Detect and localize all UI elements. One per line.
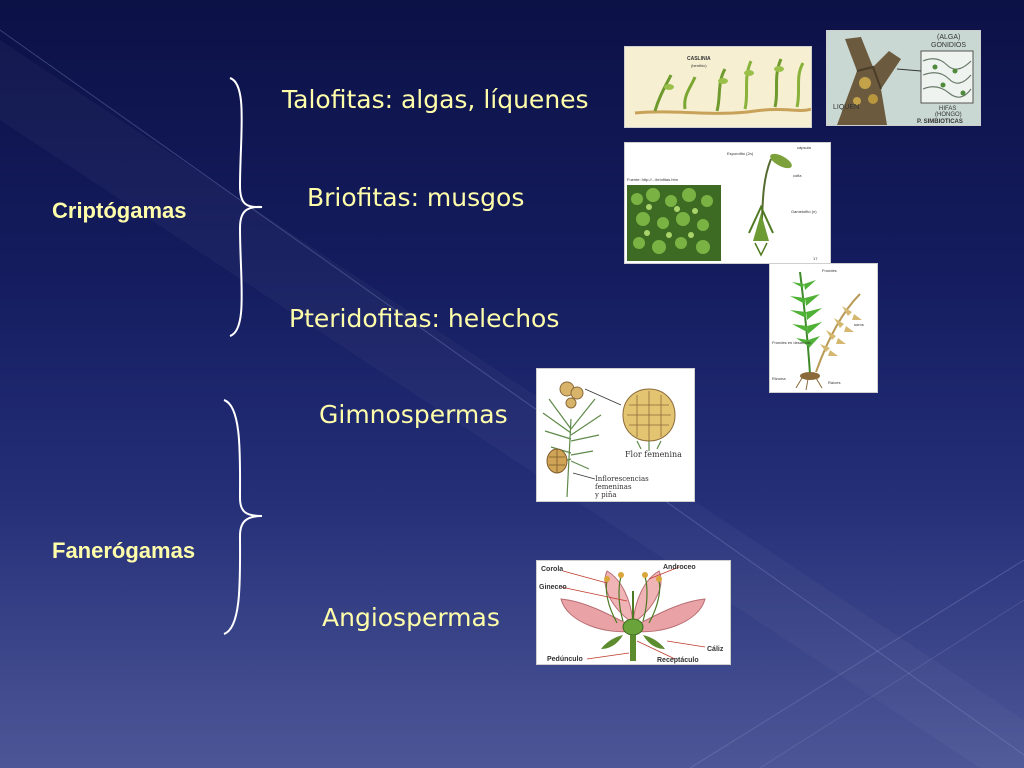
angio-receptacle-label: Receptáculo: [657, 657, 699, 664]
moss-source-label: Fuente: http://.../briofitas.htm: [627, 177, 679, 182]
angiosperm-image: Corola Androceo Gineceo Cáliz Pedúnculo …: [536, 560, 731, 665]
group-label-criptogamas: Criptógamas: [52, 198, 187, 223]
alga-sublabel: (benthic): [691, 63, 707, 68]
moss-gametophyte-label: Gametofito (n): [791, 209, 817, 214]
moss-page-label: 17: [813, 256, 818, 261]
fern-rhizome-label: Rizoma: [772, 376, 786, 381]
item-angiospermas: Angiospermas: [322, 603, 500, 632]
lichen-top-label2: GONIDIOS: [931, 42, 966, 49]
fern-sori-label: soros: [854, 322, 864, 327]
item-briofitas: Briofitas: musgos: [307, 183, 525, 212]
angio-gynoecium-label: Gineceo: [539, 584, 567, 591]
moss-capsule-label: cápsula: [797, 145, 812, 150]
item-talofitas: Talofitas: algas, líquenes: [282, 85, 589, 114]
gymno-female-flower-label: Flor femenina: [625, 450, 682, 459]
lichen-left-label: LIQUEN: [833, 104, 859, 111]
group-label-fanerogamas: Fanerógamas: [52, 538, 196, 563]
angio-corolla-label: Corola: [541, 566, 563, 573]
fern-young-label: Frondes en desarrollo: [772, 340, 812, 345]
fern-fronds-label: Frondes: [822, 268, 837, 273]
item-gimnospermas: Gimnospermas: [319, 400, 508, 429]
brace-fanerogamas: [223, 399, 263, 635]
brace-criptogamas: [229, 77, 263, 337]
angio-androecium-label: Androceo: [663, 564, 696, 571]
lichen-right-label: HIFAS: [939, 106, 956, 112]
lichen-right-label2: (HONGO): [935, 112, 962, 118]
gymno-inflorescence-3: y piña: [594, 491, 617, 499]
fern-image: Frondes soros Frondes en desarrollo Rizo…: [769, 263, 878, 393]
angio-peduncle-label: Pedúnculo: [547, 656, 583, 663]
angio-calyx-label: Cáliz: [707, 646, 724, 653]
moss-image: cápsula Esporofito (2n) cofia Gametofito…: [624, 142, 831, 264]
fern-roots-label: Raíces: [828, 380, 840, 385]
gymno-inflorescence-2: femeninas: [595, 483, 632, 491]
lichen-top-label: (ALGA): [937, 34, 960, 41]
item-pteridofitas: Pteridofitas: helechos: [289, 304, 560, 333]
lichen-image: (ALGA) GONIDIOS LIQUEN HIFAS (HONGO) P. …: [826, 30, 981, 126]
alga-label: CASLINIA: [687, 56, 711, 62]
gymno-inflorescence-1: Inflorescencias: [595, 475, 649, 483]
moss-sporophyte-label: Esporofito (2n): [727, 151, 754, 156]
lichen-bottom-label: P. SIMBIOTICAS: [917, 119, 963, 125]
alga-image: CASLINIA (benthic): [624, 46, 812, 128]
gymnosperm-image: Flor femenina Inflorescencias femeninas …: [536, 368, 695, 502]
moss-hood-label: cofia: [793, 173, 802, 178]
